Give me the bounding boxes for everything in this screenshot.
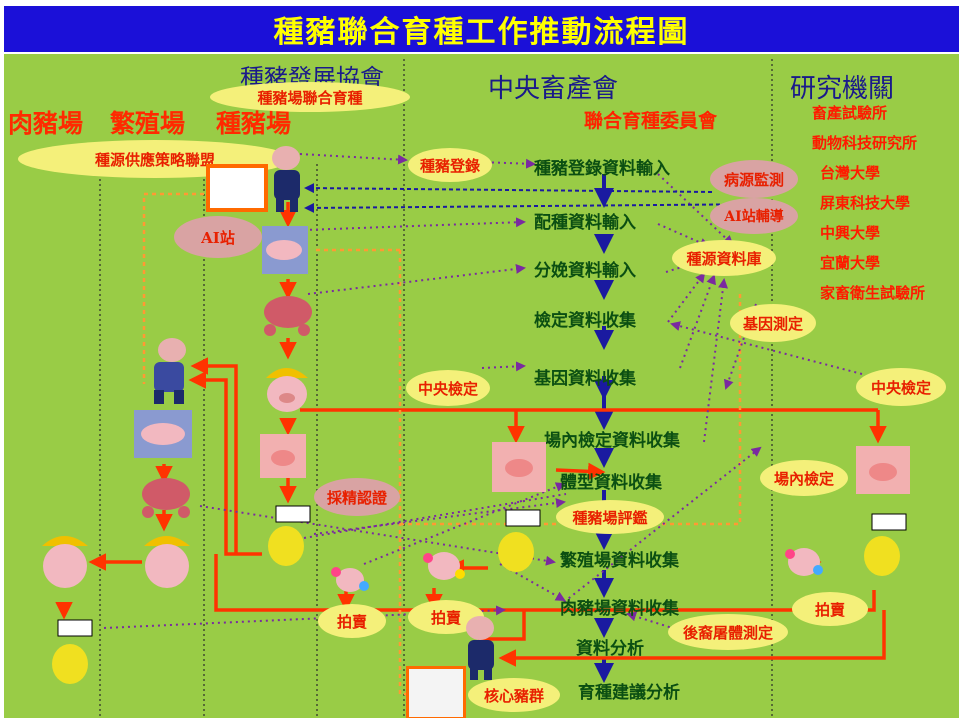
flow-step: 肉豬場資料收集: [560, 599, 679, 619]
institute-item: 動物科技研究所: [812, 134, 918, 152]
column-divider-lines: [99, 59, 773, 718]
flow-step: 分娩資料輸入: [534, 261, 636, 281]
research-heading: 研究機關: [790, 74, 895, 104]
flowchart-canvas: 種豬發展協會 中央畜產會 研究機關 肉豬場 繁殖場 種豬場 種豬場聯合育種 聯合…: [4, 54, 959, 718]
institute-item: 家畜衛生試驗所: [820, 284, 926, 302]
auction-oval-right: 拍賣: [792, 592, 868, 626]
gene-test-oval: 基因測定: [730, 304, 816, 342]
onfarm-test-oval: 場內檢定: [760, 460, 848, 496]
flow-step: 育種建議分析: [578, 683, 680, 703]
flow-step: 配種資料輸入: [534, 213, 636, 233]
central-test-oval-right: 中央檢定: [856, 368, 946, 406]
committee-label: 聯合育種委員會: [584, 110, 718, 132]
database-oval: 種源資料庫: [672, 240, 776, 276]
farm-eval-oval: 種豬場評鑑: [556, 500, 664, 534]
flow-step: 種豬登錄資料輸入: [534, 159, 670, 179]
auction-oval-left: 拍賣: [318, 604, 386, 638]
auction-oval-mid: 拍賣: [408, 600, 484, 634]
disease-monitor-oval: 病源監測: [710, 160, 798, 198]
seedstock-farm-heading: 種豬場: [216, 109, 292, 138]
ai-station-oval: AI站: [174, 216, 262, 258]
ai-guidance-oval: AI站輔導: [710, 198, 798, 234]
offspring-measure-oval: 後裔屠體測定: [668, 614, 788, 650]
institute-item: 宜蘭大學: [820, 254, 881, 272]
red-process-arrows: [55, 202, 887, 667]
flow-step: 體型資料收集: [560, 473, 662, 493]
flow-step: 資料分析: [576, 639, 644, 659]
institute-item: 畜產試驗所: [812, 104, 888, 122]
flow-step: 繁殖場資料收集: [560, 551, 679, 571]
slide-title: 種豬聯合育種工作推動流程圖: [273, 15, 690, 50]
institute-item: 台灣大學: [820, 164, 881, 182]
title-bar: 種豬聯合育種工作推動流程圖: [4, 6, 959, 52]
registration-oval: 種豬登錄: [408, 148, 492, 182]
institute-item: 屏東科技大學: [820, 194, 911, 212]
flow-step: 基因資料收集: [534, 369, 636, 389]
purple-dotted-links: [103, 153, 863, 639]
flow-step: 檢定資料收集: [534, 311, 636, 331]
feedback-arrows: [304, 183, 777, 213]
institute-item: 中興大學: [820, 224, 881, 242]
association-oval: 種豬場聯合育種: [210, 82, 410, 112]
semen-cert-oval: 採精認證: [314, 478, 400, 516]
central-test-oval-left: 中央檢定: [406, 370, 490, 406]
nucleus-herd-oval: 核心豬群: [468, 678, 560, 712]
breeding-farm-heading: 繁殖場: [110, 109, 186, 138]
photo-frame-image: [406, 666, 466, 718]
photo-frame-image: [206, 164, 268, 212]
meat-farm-heading: 肉豬場: [8, 109, 84, 138]
central-heading: 中央畜產會: [488, 74, 619, 104]
flow-step: 場內檢定資料收集: [544, 431, 680, 451]
